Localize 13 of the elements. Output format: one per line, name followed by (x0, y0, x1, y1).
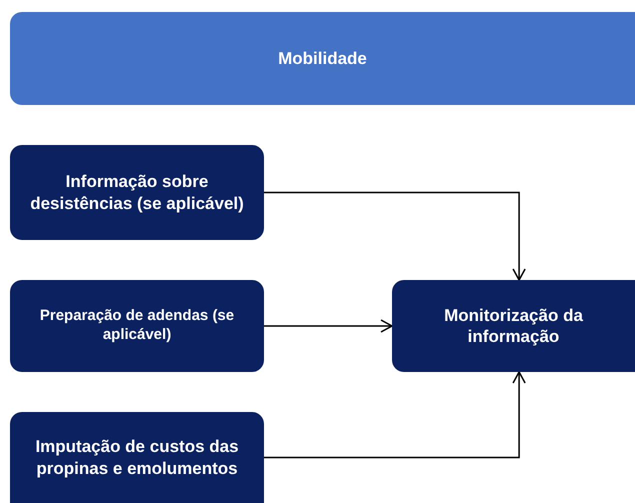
process-box (392, 280, 635, 372)
arrow (264, 192, 526, 281)
process-box (10, 280, 264, 372)
box-label: Imputação de custos das propinas e emolumentos (34, 436, 240, 479)
box-label: Preparação de adendas (se aplicável) (38, 307, 236, 345)
arrow (264, 371, 526, 458)
arrow (264, 319, 393, 333)
process-box (10, 412, 264, 503)
box-label: Mobilidade (278, 48, 367, 70)
process-box (10, 145, 264, 240)
header-banner (10, 12, 635, 105)
box-label: Monitorização da informação (443, 304, 584, 348)
box-label: Informação sobre desistências (se aplicável) (29, 171, 245, 214)
